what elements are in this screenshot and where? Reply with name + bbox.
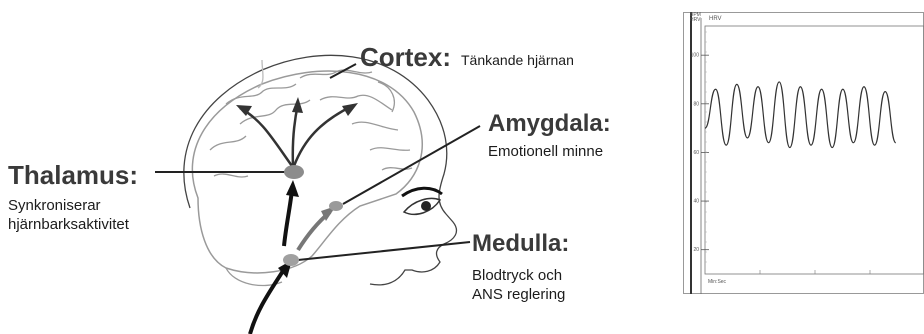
eye-icon: [402, 188, 442, 214]
hrv-y-tick-label-100: 100: [691, 53, 700, 59]
thalamus-node: [284, 165, 304, 179]
medulla-node: [283, 254, 299, 266]
medulla-description-line-1: Blodtryck och: [472, 266, 565, 285]
medulla-description: Blodtryck och ANS reglering: [472, 266, 565, 304]
hrv-corner-label-2: HRV: [690, 17, 700, 23]
brain-folds: [210, 60, 412, 177]
thalamus-description-line-2: hjärnbarksaktivitet: [8, 215, 129, 234]
hrv-chart-title: HRV: [709, 16, 722, 22]
hrv-x-corner-label: Min:Sec: [708, 279, 726, 285]
medulla-title: Medulla:: [472, 230, 569, 258]
amygdala-description: Emotionell minne: [488, 142, 603, 161]
pointer-lines: [155, 64, 480, 260]
cortex-description: Tänkande hjärnan: [461, 52, 574, 68]
amygdala-node: [329, 201, 343, 211]
thalamus-description-line-1: Synkroniserar: [8, 196, 129, 215]
thalamus-title: Thalamus:: [8, 160, 138, 191]
amygdala-title: Amygdala:: [488, 110, 611, 138]
cortex-title: Cortex:: [360, 42, 451, 73]
hrv-frame: [684, 13, 924, 294]
thalamus-description: Synkroniserar hjärnbarksaktivitet: [8, 196, 129, 234]
hrv-y-tick-label-40: 40: [693, 199, 699, 205]
medulla-description-line-2: ANS reglering: [472, 285, 565, 304]
thalamus-arrows: [240, 104, 352, 166]
hrv-y-tick-label-80: 80: [693, 101, 699, 107]
hrv-y-tick-label-60: 60: [693, 150, 699, 156]
hrv-y-tick-label-20: 20: [693, 247, 699, 253]
hrv-chart: 100 80 60 40 20: [683, 12, 924, 294]
